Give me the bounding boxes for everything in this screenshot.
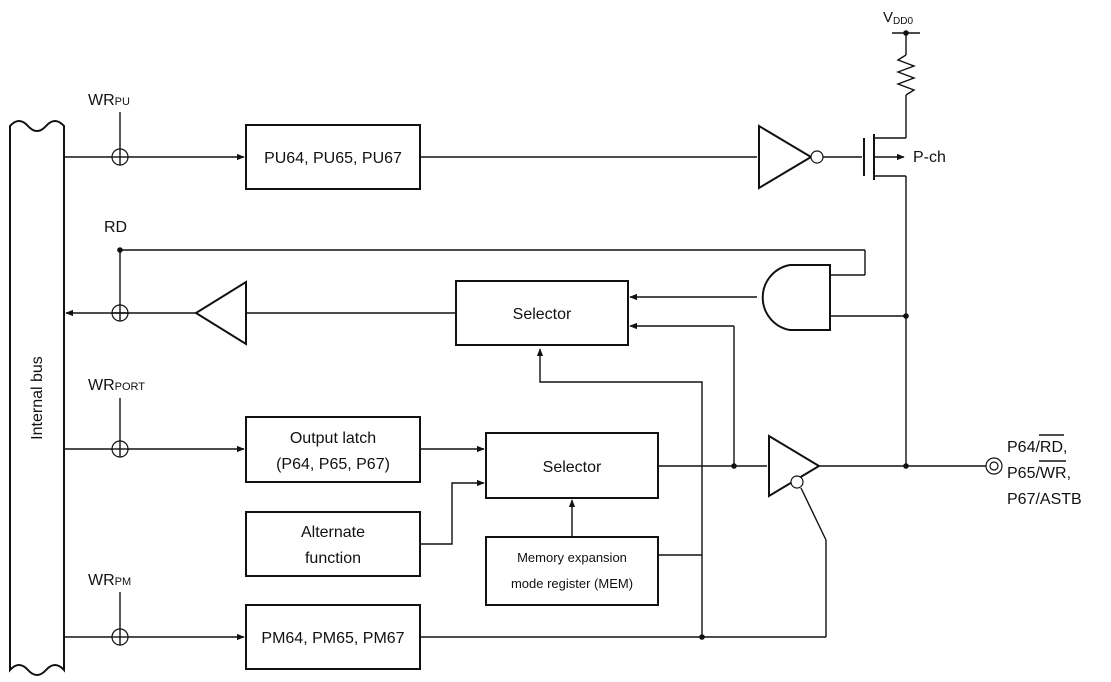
alternate-function-block: Alternate function (245, 511, 421, 577)
input-buffer (194, 280, 247, 346)
internal-bus-label: Internal bus (29, 356, 46, 440)
p-ch-label: P-ch (913, 149, 946, 166)
pullup-resistor (896, 54, 916, 96)
rd-row: RD (104, 219, 866, 322)
alternate-function-label-1: Alternate (301, 524, 365, 541)
wr-pu-label: WRPU (88, 92, 130, 109)
mem-register-label-1: Memory expansion (517, 550, 627, 565)
rd-label: RD (104, 219, 127, 236)
wr-port-label: WRPORT (88, 377, 145, 394)
mem-register-label-2: mode register (MEM) (511, 576, 633, 591)
output-latch-block: Output latch (P64, P65, P67) (245, 416, 421, 483)
selector-output-label: Selector (543, 459, 602, 476)
pu-register-label: PU64, PU65, PU67 (264, 150, 402, 167)
pu-register-block: PU64, PU65, PU67 (245, 124, 421, 190)
output-buffer (768, 434, 821, 498)
output-latch-label-1: Output latch (290, 430, 376, 447)
selector-output-block: Selector (485, 432, 659, 499)
output-pin: P64/RD, P65/WR, P67/ASTB (985, 434, 1082, 508)
and-gate (761, 264, 831, 331)
pin-label-1: P64/RD, (1007, 439, 1067, 456)
selector-read-label: Selector (513, 306, 572, 323)
mem-register-block: Memory expansion mode register (MEM) (485, 536, 659, 606)
pullup-inverter (758, 124, 824, 190)
internal-bus: Internal bus (9, 120, 65, 676)
wr-port-row: WRPORT (64, 377, 245, 458)
pin-label-2: P65/WR, (1007, 465, 1071, 482)
vdd-label: VDD0 (883, 9, 913, 27)
p-channel-transistor: P-ch (863, 134, 946, 180)
output-latch-label-2: (P64, P65, P67) (276, 456, 390, 473)
wr-pu-row: WRPU (64, 92, 245, 166)
wr-pm-label: WRPM (88, 572, 131, 589)
vdd-supply: VDD0 (883, 9, 920, 138)
selector-read-block: Selector (455, 280, 629, 346)
alternate-function-label-2: function (305, 550, 361, 567)
pm-register-block: PM64, PM65, PM67 (245, 604, 421, 670)
pm-register-label: PM64, PM65, PM67 (261, 630, 404, 647)
wr-pm-row: WRPM (64, 572, 245, 646)
pin-label-3: P67/ASTB (1007, 491, 1082, 508)
